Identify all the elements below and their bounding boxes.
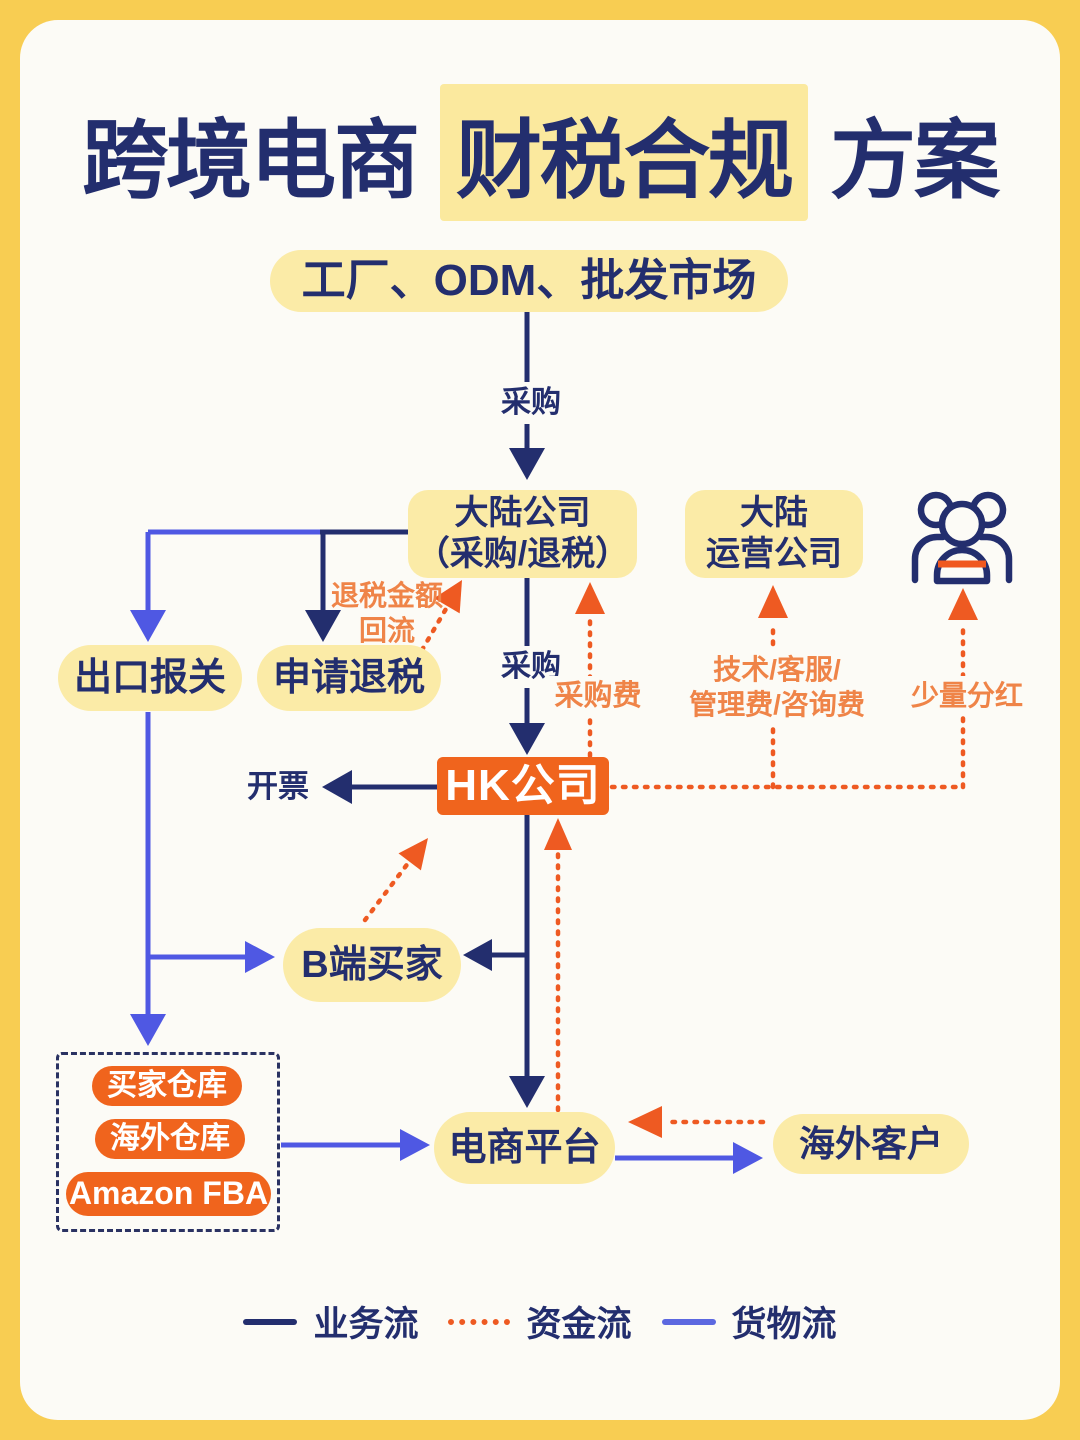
node-mainland-ops-line2: 运营公司 (706, 535, 842, 573)
legend-goods-flow-label: 货物流 (731, 1305, 837, 1344)
node-hk-company-label: HK公司 (445, 761, 601, 811)
label-refund-line1: 退税金额 (330, 580, 443, 611)
goods-flow-line-sample (661, 1318, 716, 1325)
node-apply-tax-refund: 申请退税 (257, 645, 441, 711)
label-service-fee-line2: 管理费/咨询费 (689, 689, 865, 720)
title-highlight: 财税合规 (440, 84, 808, 221)
legend-money-flow-label: 资金流 (526, 1305, 632, 1344)
node-mainland-company-line2: （采购/退税） (415, 535, 630, 573)
label-dividend: 少量分红 (906, 676, 1028, 715)
legend-item-business-flow: 业务流 (243, 1296, 418, 1347)
node-factory-source: 工厂、ODM、批发市场 (270, 250, 788, 312)
node-mainland-ops-line1: 大陆 (740, 493, 808, 532)
legend-business-flow-label: 业务流 (313, 1305, 419, 1344)
node-mainland-ops-company: 大陆 运营公司 (685, 490, 863, 578)
node-ecommerce-platform: 电商平台 (434, 1112, 615, 1184)
node-overseas-warehouse: 海外仓库 (95, 1119, 245, 1159)
label-service-fee-line1: 技术/客服/ (713, 654, 841, 685)
node-b2b-buyers-label: B端买家 (301, 943, 443, 986)
legend-item-money-flow: 资金流 (448, 1296, 632, 1347)
node-buyer-warehouse-label: 买家仓库 (107, 1068, 227, 1102)
node-buyer-warehouse: 买家仓库 (92, 1066, 242, 1106)
node-mainland-company-line1: 大陆公司 (454, 493, 591, 532)
legend: 业务流 资金流 货物流 (0, 1296, 1080, 1347)
label-procure-fee: 采购费 (546, 676, 650, 717)
legend-item-goods-flow: 货物流 (661, 1296, 837, 1347)
business-flow-line-sample (243, 1318, 298, 1325)
node-overseas-warehouse-label: 海外仓库 (110, 1121, 230, 1155)
node-amazon-fba: Amazon FBA (66, 1172, 271, 1216)
warehouse-group-box (56, 1052, 280, 1232)
people-group-icon (911, 491, 1013, 585)
money-flow-line-sample (448, 1318, 511, 1325)
node-overseas-customers: 海外客户 (773, 1114, 969, 1174)
page-title: 跨境电商 财税合规 方案 (0, 84, 1080, 221)
node-export-customs: 出口报关 (58, 645, 242, 711)
title-part1: 跨境电商 (82, 113, 420, 209)
node-b2b-buyers: B端买家 (283, 928, 461, 1002)
node-factory-source-label: 工厂、ODM、批发市场 (301, 256, 757, 306)
node-ecommerce-platform-label: 电商平台 (448, 1126, 601, 1169)
node-apply-tax-refund-label: 申请退税 (272, 656, 425, 699)
node-amazon-fba-label: Amazon FBA (68, 1175, 269, 1212)
title-part2: 方案 (830, 113, 1000, 209)
node-overseas-customers-label: 海外客户 (798, 1123, 943, 1165)
node-hk-company: HK公司 (437, 757, 609, 815)
node-mainland-company: 大陆公司 （采购/退税） (408, 490, 637, 578)
label-invoice: 开票 (247, 769, 309, 804)
label-service-fees: 技术/客服/ 管理费/咨询费 (666, 650, 888, 724)
label-refund-reflow: 退税金额 回流 (330, 578, 444, 648)
label-refund-line2: 回流 (358, 615, 415, 646)
label-procure-top: 采购 (487, 382, 575, 424)
node-export-customs-label: 出口报关 (73, 656, 226, 699)
